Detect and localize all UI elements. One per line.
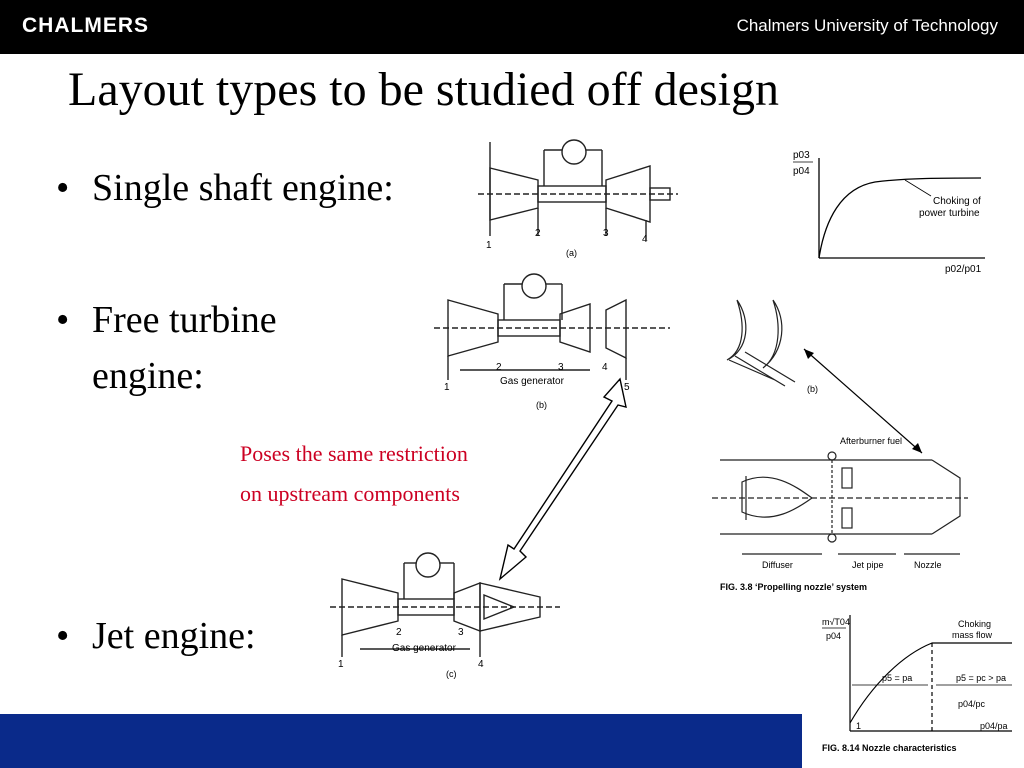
- figure-label: (c): [446, 669, 457, 679]
- station-label: 2: [535, 228, 541, 239]
- double-arrow-shape: [498, 377, 627, 581]
- region-right-label: p5 = pc > pa: [956, 673, 1006, 683]
- station-label: 4: [642, 234, 648, 245]
- jet-pipe-label: Jet pipe: [852, 560, 884, 570]
- slide-title: Layout types to be studied off design: [68, 63, 779, 116]
- blade-diagram: (b): [726, 299, 818, 394]
- station-label: 2: [396, 627, 402, 638]
- ratio-label-top: p04/pc: [958, 699, 986, 709]
- diffuser-label: Diffuser: [762, 560, 793, 570]
- choking-curve-chart: p03 p04 Choking of power turbine p02/p01: [793, 150, 985, 275]
- figure-caption: FIG. 3.8 ‘Propelling nozzle’ system: [720, 582, 867, 592]
- y-axis-label-top: p03: [793, 150, 810, 161]
- bullet-dot: •: [56, 167, 70, 209]
- choking-annotation: Choking of: [933, 196, 981, 207]
- nozzle-shape: [479, 582, 541, 632]
- x-axis-label: p02/p01: [945, 264, 982, 275]
- nozzle-characteristics-chart: m√T04 p04 Choking mass flow p5 = pa p5 =…: [822, 615, 1012, 753]
- combustor-circle: [561, 139, 587, 165]
- propelling-nozzle-diagram: Afterburner fuel Diffuser Jet pipe Nozzl…: [712, 436, 968, 592]
- compressor-shape: [341, 578, 399, 636]
- institution-name: Chalmers University of Technology: [736, 16, 998, 35]
- power-turbine-shape: [605, 298, 627, 360]
- station-label: 4: [478, 659, 484, 670]
- note-line-1: Poses the same restriction: [240, 441, 468, 466]
- station-label: 5: [624, 382, 630, 393]
- gas-generator-label: Gas generator: [392, 643, 457, 654]
- bullet-label-cont: engine:: [92, 355, 204, 397]
- gas-generator-label: Gas generator: [500, 376, 565, 387]
- compressor-shape: [447, 299, 499, 357]
- origin-label: 1: [856, 721, 861, 731]
- y-axis-label-bottom: p04: [793, 166, 810, 177]
- bullet-label: Single shaft engine:: [92, 167, 394, 209]
- choking-label: mass flow: [952, 630, 993, 640]
- y-axis-label-bottom: p04: [826, 631, 841, 641]
- station-label: 1: [486, 240, 492, 251]
- figure-label: (a): [566, 248, 577, 258]
- station-label: 2: [496, 362, 502, 373]
- free-turbine-diagram: 1 2 3 4 5 Gas generator (b): [434, 273, 670, 410]
- figure-label: (b): [807, 384, 818, 394]
- choking-label: Choking: [958, 619, 991, 629]
- station-label: 3: [458, 627, 464, 638]
- chalmers-logo: CHALMERS: [22, 14, 149, 37]
- afterburner-label: Afterburner fuel: [840, 436, 902, 446]
- figure-label: (b): [536, 400, 547, 410]
- footer-bar: [0, 714, 802, 768]
- station-label: 3: [558, 362, 564, 373]
- station-label: 1: [338, 659, 344, 670]
- station-label: 1: [444, 382, 450, 393]
- nozzle-label: Nozzle: [914, 560, 942, 570]
- diffuser-cone: [741, 476, 814, 518]
- figure-caption: FIG. 8.14 Nozzle characteristics: [822, 743, 957, 753]
- region-left-label: p5 = pa: [882, 673, 912, 683]
- choking-annotation: power turbine: [919, 208, 980, 219]
- nozzle-connector-line: [803, 348, 923, 454]
- bullet-dot: •: [56, 615, 70, 657]
- comparison-arrow: [498, 377, 627, 581]
- station-label: 4: [602, 362, 608, 373]
- restriction-note: Poses the same restriction on upstream c…: [240, 434, 468, 514]
- station-label: 3: [603, 228, 609, 239]
- ratio-label-bottom: p04/pa: [980, 721, 1008, 731]
- single-shaft-diagram: 1 2 3 4 (a): [478, 139, 678, 258]
- bullet-label: Jet engine:: [92, 615, 256, 657]
- note-line-2: on upstream components: [240, 481, 460, 506]
- y-axis-label-top: m√T04: [822, 617, 850, 627]
- bullet-dot: •: [56, 299, 70, 341]
- jet-engine-diagram: 1 2 3 4 Gas generator (c): [330, 552, 560, 679]
- bullet-label: Free turbine: [92, 299, 277, 341]
- header-bar: CHALMERS Chalmers University of Technolo…: [0, 0, 1024, 54]
